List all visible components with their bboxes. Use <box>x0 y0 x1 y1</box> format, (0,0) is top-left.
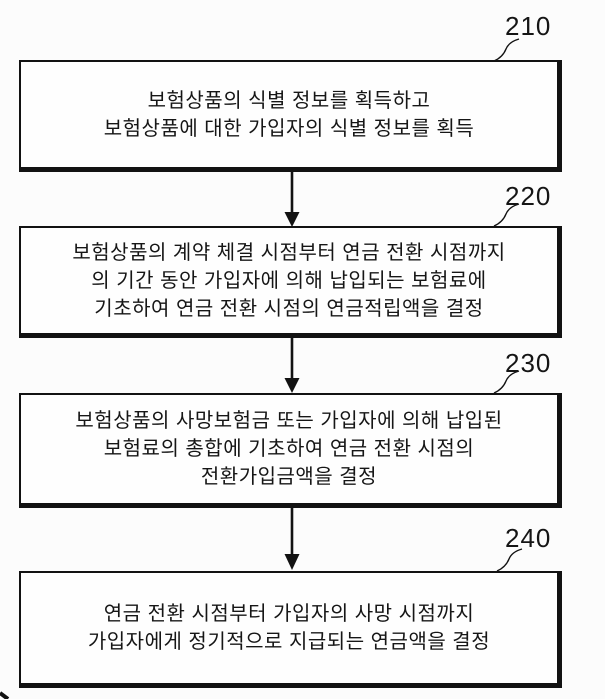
step-230-line-2: 보험료의 총합에 기초하여 연금 전환 시점의 <box>103 438 475 460</box>
ref-label-220: 220 <box>505 181 552 211</box>
step-box-220: 보험상품의 계약 체결 시점부터 연금 전환 시점까지 의 기간 동안 가입자에… <box>19 226 562 338</box>
step-box-210: 보험상품의 식별 정보를 획득하고 보험상품에 대한 가입자의 식별 정보를 획… <box>19 60 562 172</box>
step-240-line-2: 가입자에게 정기적으로 지급되는 연금액을 결정 <box>87 631 491 653</box>
leader-line-210 <box>493 38 520 62</box>
step-220-line-1: 보험상품의 계약 체결 시점부터 연금 전환 시점까지 <box>72 241 506 264</box>
ref-label-230: 230 <box>505 348 552 378</box>
step-210-line-1: 보험상품의 식별 정보를 획득하고 <box>147 89 431 112</box>
flow-arrow-2 <box>284 338 300 393</box>
flow-arrow-3 <box>284 508 300 570</box>
step-box-230: 보험상품의 사망보험금 또는 가입자에 의해 납입된 보험료의 총합에 기초하여… <box>19 393 562 508</box>
step-220-line-3: 기초하여 연금 전환 시점의 연금적립액을 결정 <box>94 297 484 320</box>
flow-arrow-1 <box>284 172 300 227</box>
step-230-line-3: 전환가입금액을 결정 <box>200 466 378 488</box>
step-220-line-2: 의 기간 동안 가입자에 의해 납입되는 보험료에 <box>91 269 487 292</box>
ref-label-240: 240 <box>505 523 552 553</box>
step-240-line-1: 연금 전환 시점부터 가입자의 사망 시점까지 <box>103 603 475 625</box>
step-210-line-2: 보험상품에 대한 가입자의 식별 정보를 획득 <box>103 117 475 140</box>
step-box-240: 연금 전환 시점부터 가입자의 사망 시점까지 가입자에게 정기적으로 지급되는… <box>19 571 562 688</box>
ref-label-210: 210 <box>505 11 552 41</box>
step-230-line-1: 보험상품의 사망보험금 또는 가입자에 의해 납입된 <box>75 410 503 432</box>
corner-artifact <box>0 691 10 699</box>
